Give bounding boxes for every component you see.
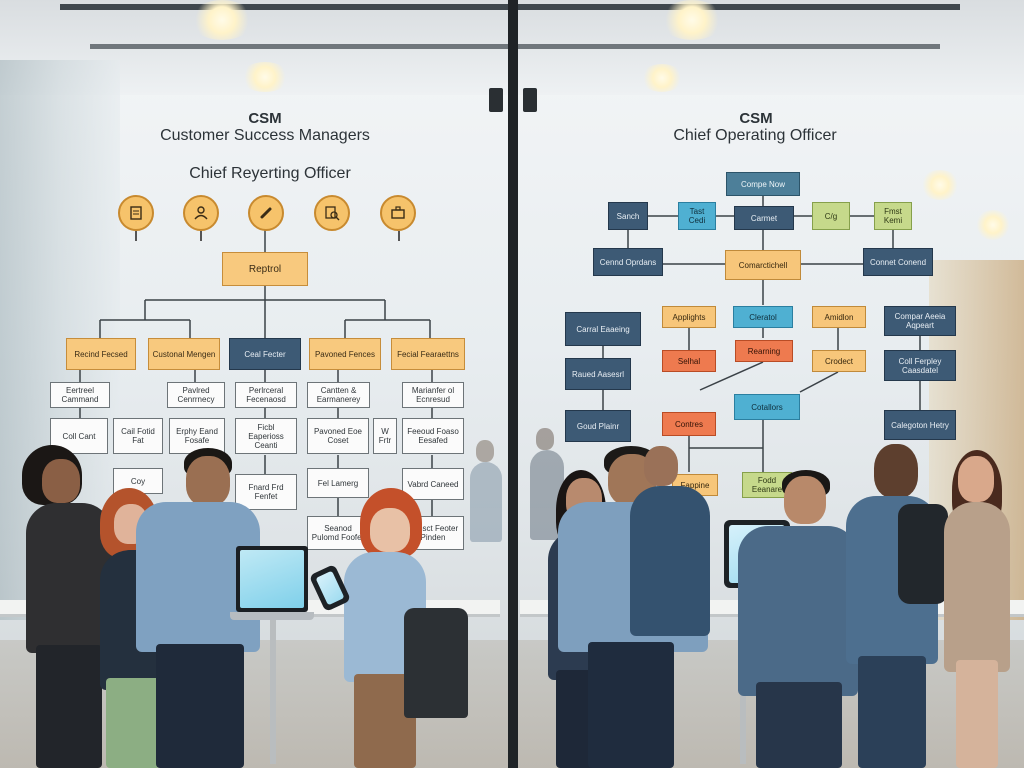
right-box: Amidlon	[812, 306, 866, 328]
right-box: Contres	[662, 412, 716, 436]
right-box: Sanch	[608, 202, 648, 230]
right-box: Raued Aasesrl	[565, 358, 631, 390]
right-box: Compe Now	[726, 172, 800, 196]
right-box: Selhal	[662, 350, 716, 372]
office-chair	[404, 608, 468, 718]
right-box: Carral Eaaeing	[565, 312, 641, 346]
right-box: Cleratol	[733, 306, 793, 328]
desk-leg	[270, 614, 276, 764]
right-box: Coll Ferpley Caasdatel	[884, 350, 956, 381]
left-level2-box: Ceal Fecter	[229, 338, 301, 370]
left-chart-title: CSM	[248, 110, 282, 127]
document-icon	[118, 195, 154, 231]
right-box: Applights	[662, 306, 716, 328]
icon-pin	[200, 231, 202, 241]
right-box: Cennd Oprdans	[593, 248, 663, 276]
left-level4-box: Ficbl Eaperioss Ceanti	[235, 418, 297, 454]
right-box: Comarctichell	[725, 250, 801, 280]
right-box: Compar Aeeia Aqpeart	[884, 306, 956, 336]
left-level2-box: Recind Fecsed	[66, 338, 136, 370]
right-box: Calegoton Hetry	[884, 410, 956, 440]
right-box: Goud Plainr	[565, 410, 631, 442]
left-level6-box: Seanod Pulomd Foofer	[307, 516, 369, 550]
left-top-box: Reptrol	[222, 252, 308, 286]
ceiling-light	[975, 210, 1011, 240]
right-chart-title: CSM	[739, 110, 773, 127]
right-box: Fodd Eeanare	[742, 472, 792, 498]
ceiling-light	[660, 0, 724, 40]
briefcase-icon	[380, 195, 416, 231]
right-box: Tast Cedi	[678, 202, 716, 230]
left-level4-box: W Frtr	[373, 418, 397, 454]
left-level2-box: Custonal Mengen	[148, 338, 220, 370]
right-box: Crodect	[812, 350, 866, 372]
ceiling-light	[640, 64, 684, 92]
right-box: Fmst Kemi	[874, 202, 912, 230]
ceiling-light	[240, 62, 290, 92]
left-level2-box: Pavoned Fences	[309, 338, 381, 370]
icon-pin	[398, 231, 400, 241]
left-level3-box: Marianfer ol Ecnresud	[402, 382, 464, 408]
left-level4-box: Cail Fotid Fat	[113, 418, 163, 454]
left-chart-heading: Chief Reyerting Officer	[189, 165, 351, 182]
left-level3-box: Eertreel Cammand	[50, 382, 110, 408]
right-box: Cotallors	[734, 394, 800, 420]
ceiling-light	[920, 170, 960, 200]
left-level5-box: Fel Lamerg	[307, 468, 369, 498]
left-level2-box: Fecial Fearaettns	[391, 338, 465, 370]
glass-clamp	[489, 88, 537, 112]
left-level4-box: Feeoud Foaso Eesafed	[402, 418, 464, 454]
left-level5-box: Vabrd Caneed	[402, 468, 464, 500]
icon-pin	[135, 231, 137, 241]
left-level3-box: Cantten & Earmanerey	[307, 382, 370, 408]
right-chart-subtitle: Chief Operating Officer	[673, 127, 837, 144]
user-icon	[183, 195, 219, 231]
glass-divider-post	[508, 0, 518, 768]
left-level5-box: Fnard Frd Fenfet	[235, 474, 297, 510]
link-icon	[248, 195, 284, 231]
right-box: Connet Conend	[863, 248, 933, 276]
left-chart-subtitle: Customer Success Managers	[160, 127, 370, 144]
right-box: C/g	[812, 202, 850, 230]
left-level3-box: Pavlred Cenrrnecy	[167, 382, 225, 408]
right-box: Carmet	[734, 206, 794, 230]
right-box: Rearning	[735, 340, 793, 362]
ceiling-light	[190, 0, 254, 40]
search-document-icon	[314, 195, 350, 231]
left-level4-box: Pavoned Eoe Coset	[307, 418, 369, 454]
left-level3-box: Perlrceral Fecenaosd	[235, 382, 297, 408]
